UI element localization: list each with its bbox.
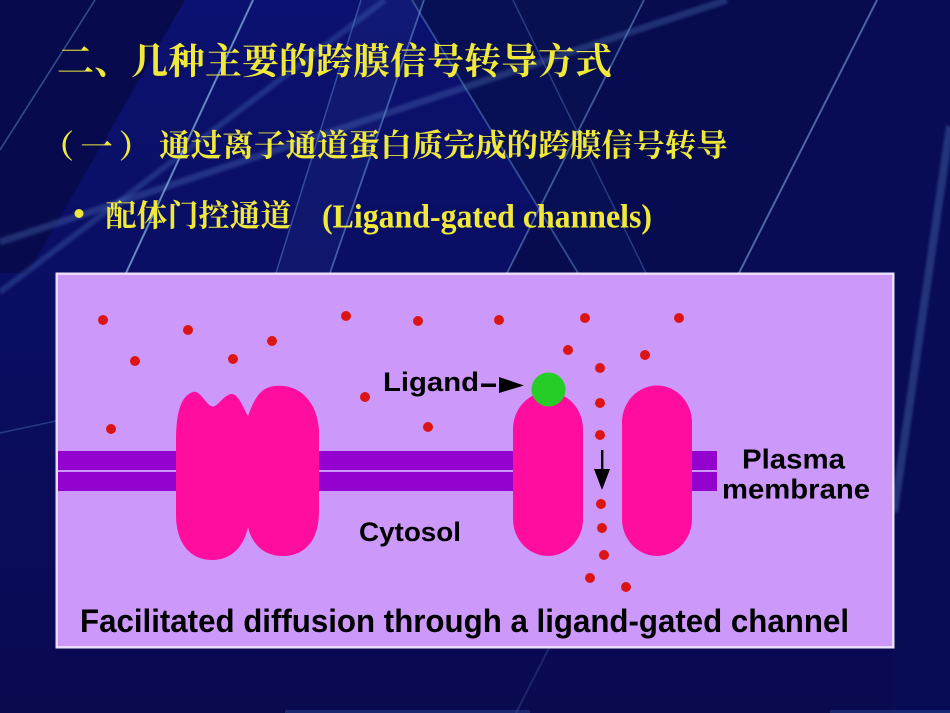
svg-text:Ligand: Ligand [383, 367, 479, 397]
svg-text:Cytosol: Cytosol [359, 517, 461, 547]
svg-text:(Ligand-gated channels): (Ligand-gated channels) [322, 199, 652, 236]
svg-text:Facilitated diffusion through: Facilitated diffusion through a ligand-g… [80, 603, 849, 639]
svg-text:membrane: membrane [722, 474, 870, 505]
svg-text:Plasma: Plasma [742, 444, 845, 475]
